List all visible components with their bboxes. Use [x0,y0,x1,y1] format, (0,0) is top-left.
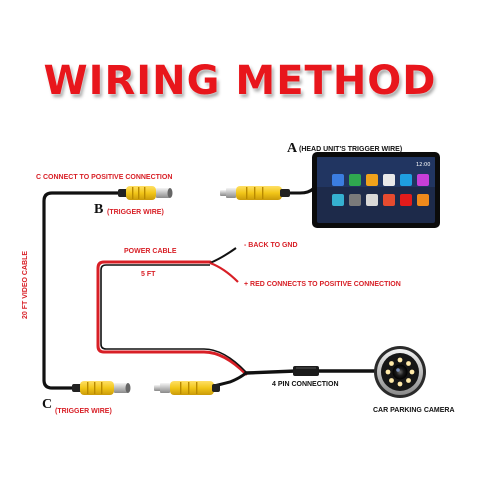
power-cable-red [96,260,248,376]
label-head-unit-trigger: (HEAD UNIT'S TRIGGER WIRE) [299,146,403,153]
label-c-letter: C [42,397,53,412]
label-power-cable: POWER CABLE [124,248,177,255]
page-title: WIRING METHOD [43,58,437,104]
label-4-pin-connection: 4 PIN CONNECTION [272,381,339,388]
video-cable [42,191,120,390]
gnd-lead [209,247,237,264]
positive-lead [209,261,239,283]
rca-connector-a [220,186,290,200]
label-b-letter: B [94,202,104,217]
label-a-letter: A [287,141,298,156]
label-red-positive: + RED CONNECTS TO POSITIVE CONNECTION [244,281,401,288]
label-back-to-gnd: - BACK TO GND [244,242,298,249]
rca-connector-b [118,186,173,200]
parking-camera [374,346,426,398]
label-5-ft: 5 FT [141,271,156,278]
rca-connector-camera [154,381,220,395]
app-icons [332,174,429,206]
label-c-connect-positive: C CONNECT TO POSITIVE CONNECTION [36,174,173,181]
label-b-trigger-wire: (TRIGGER WIRE) [107,209,164,216]
rca-connector-c [72,381,131,395]
svg-text:12:00: 12:00 [416,162,430,168]
label-car-parking-camera: CAR PARKING CAMERA [373,407,455,414]
label-c-trigger-wire: (TRIGGER WIRE) [55,408,112,415]
rca-to-junction [213,371,247,388]
power-cable-black [100,264,247,373]
label-video-cable: 20 FT VIDEO CABLE [22,250,29,320]
head-unit: 12:00 [312,152,440,228]
